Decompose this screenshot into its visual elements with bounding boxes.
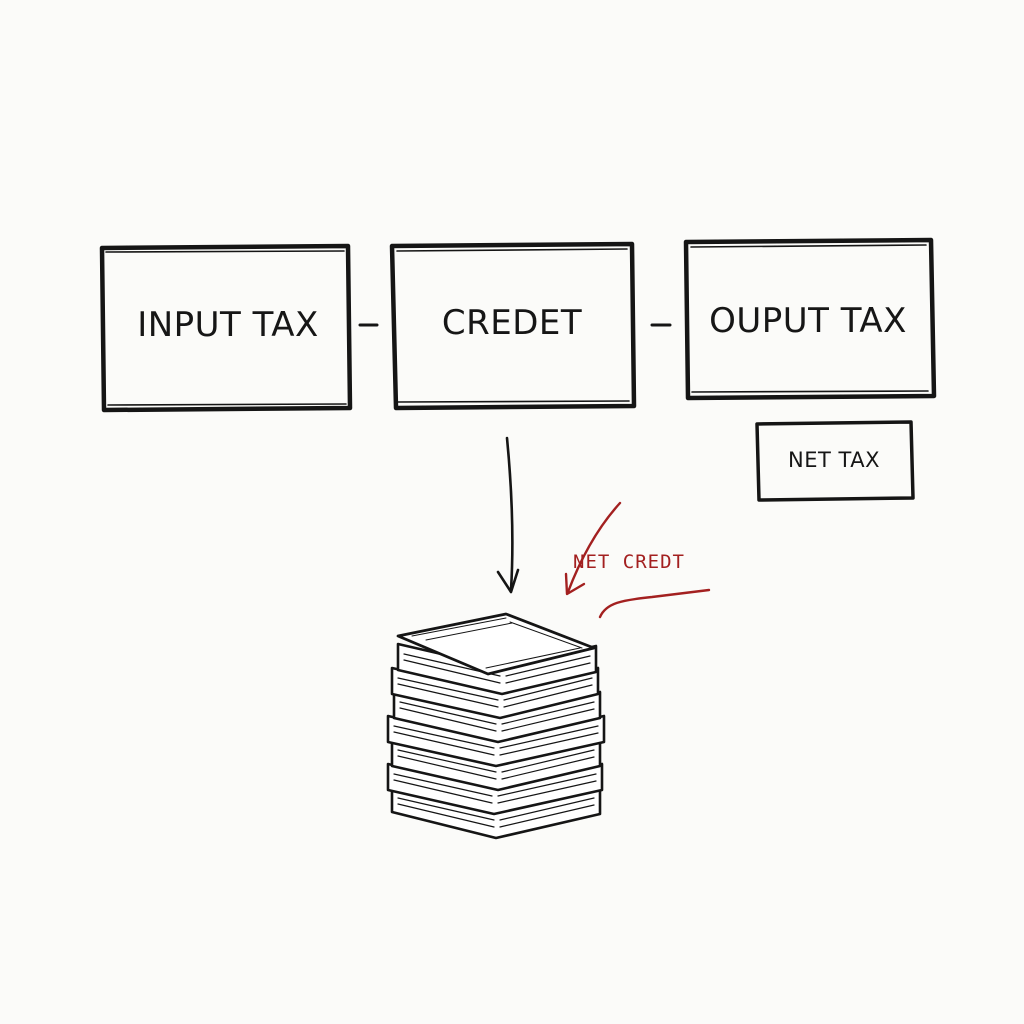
input-tax-box: INPUT TAX <box>99 243 353 413</box>
credit-box: CREDET <box>389 241 637 411</box>
down-arrow-icon <box>496 436 520 594</box>
input-tax-label: INPUT TAX <box>137 305 319 345</box>
output-tax-box: OUPUT TAX <box>683 237 937 401</box>
net-credit-note: NET CREDT <box>573 551 685 573</box>
red-arrow-icon <box>564 501 622 596</box>
credit-label: CREDET <box>442 303 582 343</box>
stacked-papers-icon <box>386 612 606 840</box>
net-tax-box: NET TAX <box>755 420 915 502</box>
output-tax-label: OUPUT TAX <box>709 301 907 341</box>
red-underline-stroke <box>598 588 711 619</box>
net-tax-label: NET TAX <box>788 448 880 472</box>
